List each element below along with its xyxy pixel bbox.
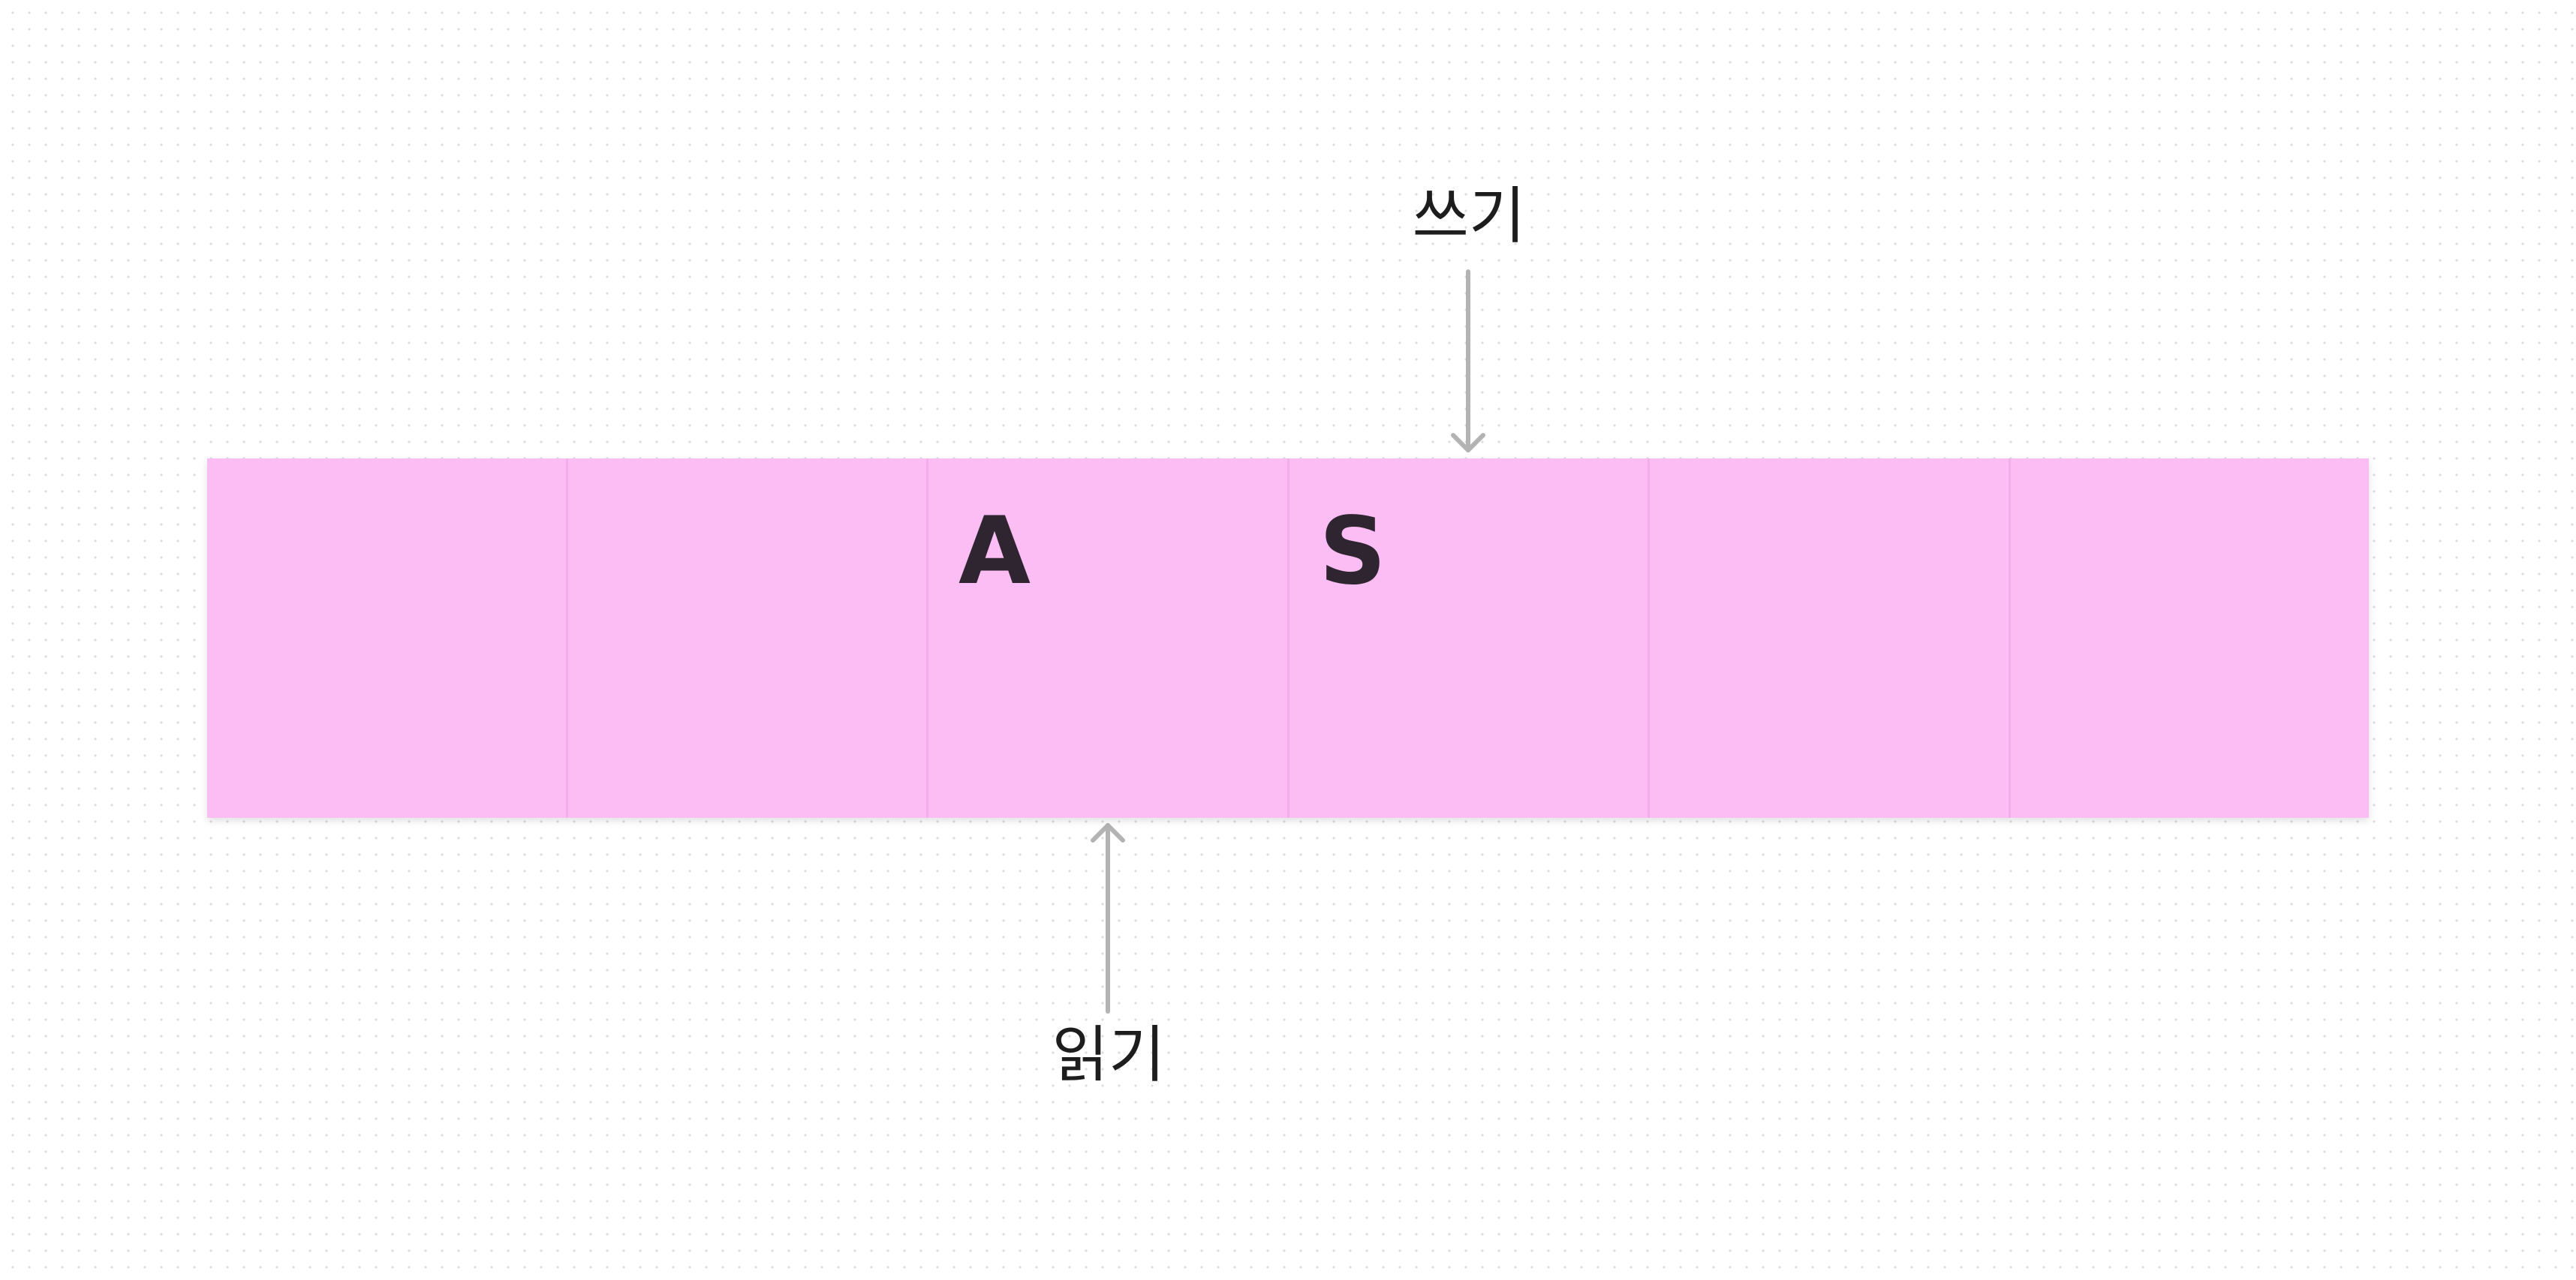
buffer-cell <box>1648 458 2009 818</box>
read-pointer-arrow <box>1091 823 1125 1014</box>
write-pointer-arrow <box>1451 269 1485 452</box>
write-pointer-label: 쓰기 <box>1412 181 1526 252</box>
buffer-cell <box>565 458 926 818</box>
read-pointer-label: 읽기 <box>1052 1020 1166 1091</box>
buffer-cell <box>207 458 566 818</box>
cell-value: A <box>958 497 1031 605</box>
buffer-cells: A S <box>207 458 2369 818</box>
buffer-cell: S <box>1286 458 1648 818</box>
cell-value: S <box>1319 497 1386 605</box>
buffer-cell: A <box>926 458 1287 818</box>
buffer-cell <box>2008 458 2369 818</box>
